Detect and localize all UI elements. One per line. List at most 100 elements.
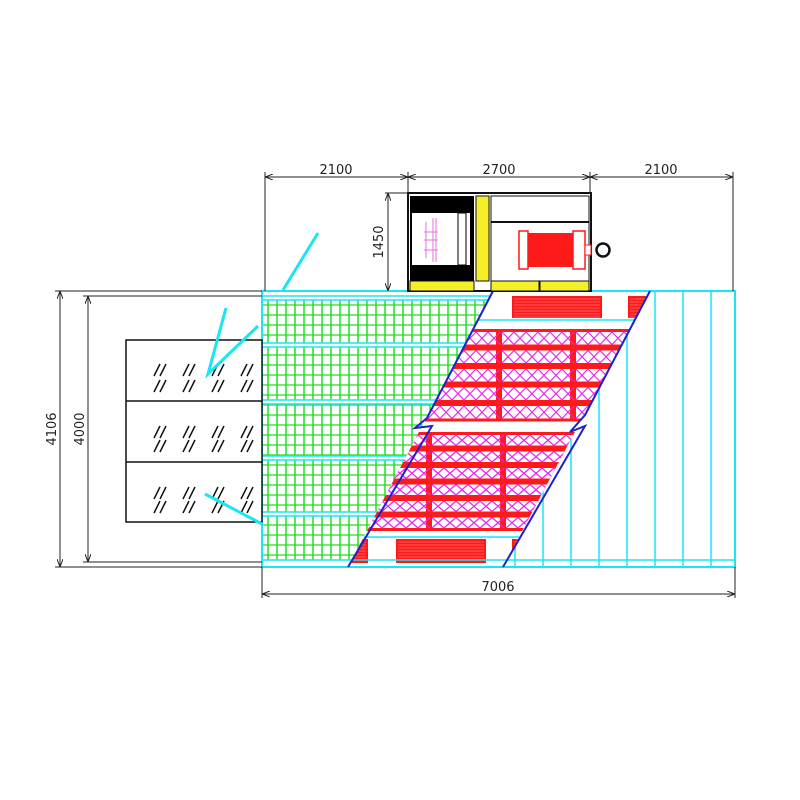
rack-cross (579, 500, 593, 512)
rack-cross (479, 434, 493, 446)
rack-cross (591, 500, 605, 512)
hatch-mark (159, 363, 167, 377)
rack-cross (431, 500, 445, 512)
rack-cross (591, 451, 605, 463)
rack-cross (627, 484, 641, 496)
dim-unit-height: 1450 (372, 225, 387, 258)
rack-cross (639, 517, 650, 529)
rack-cross (439, 387, 453, 401)
rack-cross (357, 517, 371, 529)
rack-cross (615, 451, 629, 463)
guide-lines (204, 232, 320, 526)
pallet (512, 296, 602, 318)
rack-cross (443, 517, 457, 529)
rack-cross (553, 517, 567, 529)
rack-cross (505, 434, 519, 446)
hatch-mark (211, 379, 219, 393)
rack-cross (639, 500, 650, 512)
hatch-mark (240, 379, 248, 393)
rack-cross (487, 350, 501, 364)
rack-cross (615, 484, 629, 496)
rack-cross (455, 467, 469, 479)
rack-cross (553, 500, 567, 512)
rack-cross (475, 350, 489, 364)
rack-cross (357, 467, 371, 479)
rack-cell (580, 484, 647, 495)
rack-cell (506, 435, 574, 446)
hatch-mark (211, 425, 219, 439)
rack-cross (553, 434, 567, 446)
rack-cross (627, 467, 641, 479)
rack-cross (615, 517, 629, 529)
pallet-section (348, 291, 650, 567)
rack-cell (506, 468, 574, 479)
rack-cross (381, 467, 395, 479)
rack-cross (635, 350, 649, 364)
rack-cross (475, 368, 489, 382)
rack-cross (467, 517, 481, 529)
hatch-mark (240, 425, 248, 439)
rack-cross (565, 467, 579, 479)
rack-cross (561, 405, 575, 419)
rack-cross (517, 451, 531, 463)
rack-cross (487, 387, 501, 401)
rack-cross (467, 434, 481, 446)
rack-cross (635, 368, 649, 382)
rack-cross (357, 467, 371, 479)
rack-cross (501, 350, 515, 364)
rack-cross (479, 484, 493, 496)
hatch-mark (188, 439, 196, 453)
rack-cross (479, 467, 493, 479)
rack-cross (603, 517, 617, 529)
dim-top-right: 2100 (644, 163, 677, 178)
hatch-mark (188, 500, 196, 514)
rack-cross (587, 350, 601, 364)
dim-top-middle: 2700 (482, 163, 515, 178)
hatch-mark (240, 500, 248, 514)
hatch-mark (217, 379, 225, 393)
rack-cross (491, 500, 505, 512)
rack-cross (627, 434, 641, 446)
rack-cross (627, 434, 641, 446)
rack-cross (579, 517, 593, 529)
rack-cross (455, 517, 469, 529)
rack-cross (525, 368, 539, 382)
rack-cross (475, 405, 489, 419)
rack-cross (615, 500, 629, 512)
rack-cross (491, 434, 505, 446)
hatch-mark (211, 500, 219, 514)
rack-cross (639, 517, 650, 529)
rack-cross (381, 434, 395, 446)
rack-cross (443, 434, 457, 446)
rack-cross (599, 331, 613, 345)
rack-cross (579, 451, 593, 463)
rack-cross (431, 517, 445, 529)
rack-cross (627, 451, 641, 463)
rack-cross (405, 467, 419, 479)
rack-cross (513, 331, 527, 345)
rack-cross (431, 467, 445, 479)
rack-cross (603, 434, 617, 446)
rack-cross (517, 500, 531, 512)
rack-cross (541, 517, 555, 529)
rack-cross (575, 387, 589, 401)
hatch-mark (217, 486, 225, 500)
rack-cross (611, 405, 625, 419)
rack-cell (432, 435, 500, 446)
rack-cross (579, 484, 593, 496)
rack-cross (635, 405, 649, 419)
rack-cross (591, 517, 605, 529)
rack-cross (611, 368, 625, 382)
rack-cross (591, 500, 605, 512)
guide-arrow-middle (205, 307, 260, 379)
rack-cross (541, 434, 555, 446)
rack-cross (623, 387, 637, 401)
rack-cross (579, 517, 593, 529)
rack-cell (580, 451, 647, 462)
rack-cell (506, 484, 574, 495)
hatch-mark (159, 379, 167, 393)
rack-cross (357, 500, 371, 512)
rack-cross (639, 467, 650, 479)
rack-cross (565, 484, 579, 496)
